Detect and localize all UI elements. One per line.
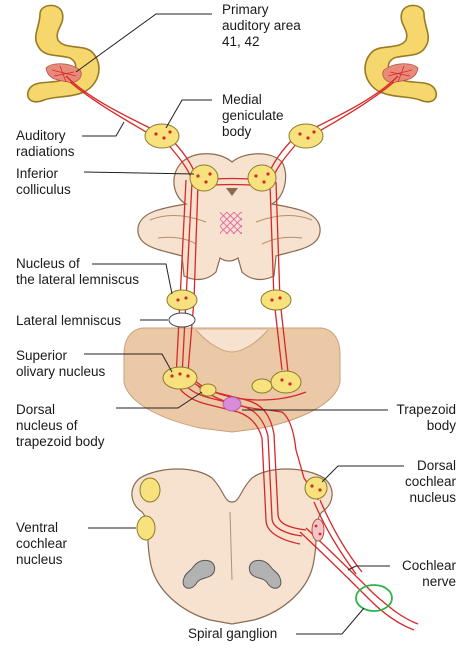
label-dorsal-trapezoid-3: trapezoid body (16, 434, 105, 449)
neuron-dots (154, 130, 322, 536)
right-dorsal-cochlear-nucleus (304, 476, 328, 500)
left-inferior-olive (182, 559, 216, 589)
label-inferior-colliculus-2: colliculus (16, 182, 71, 197)
label-spiral-ganglion: Spiral ganglion (188, 626, 277, 641)
label-dorsal-trapezoid-1: Dorsal (16, 402, 55, 417)
spiral-ganglion-ring (355, 584, 393, 612)
left-superior-olivary-nucleus (162, 366, 198, 390)
trapezoid-body-crossing (222, 396, 242, 412)
label-medial-geniculate-3: body (222, 124, 252, 139)
label-superior-olivary-1: Superior (16, 348, 68, 363)
label-cochlear-nerve-2: nerve (422, 574, 456, 589)
label-ventral-cochlear-1: Ventral (16, 520, 58, 535)
nuclei (136, 123, 393, 612)
label-cochlear-nerve-1: Cochlear (402, 558, 457, 573)
label-primary-auditory-1: Primary (222, 2, 269, 17)
label-trapezoid-body-1: Trapezoid (396, 402, 456, 417)
midbrain-section (137, 153, 321, 281)
label-nucleus-lateral-lemniscus-2: the lateral lemniscus (16, 272, 139, 287)
label-dorsal-cochlear-1: Dorsal (417, 458, 456, 473)
dorsal-nucleus-trapezoid-body-right (251, 378, 273, 394)
right-medial-geniculate-body (288, 123, 324, 149)
label-auditory-radiations-1: Auditory (16, 128, 66, 143)
right-superior-olivary-nucleus (270, 370, 302, 394)
label-medial-geniculate-2: geniculate (222, 108, 284, 123)
label-trapezoid-body-2: body (427, 418, 457, 433)
right-inferior-colliculus-nucleus (247, 164, 277, 192)
dorsal-nucleus-trapezoid-body-left (199, 383, 217, 397)
right-inferior-olive (248, 559, 282, 589)
medulla-section (131, 468, 333, 625)
label-medial-geniculate-1: Medial (222, 92, 262, 107)
label-primary-auditory-3: 41, 42 (222, 34, 260, 49)
label-superior-olivary-2: olivary nucleus (16, 364, 106, 379)
label-lateral-lemniscus: Lateral lemniscus (16, 313, 121, 328)
ventral-cochlear-nucleus (136, 515, 156, 541)
pons-section (123, 327, 341, 433)
label-dorsal-trapezoid-2: nucleus of (16, 418, 78, 433)
labels: Primary auditory area 41, 42 Medial geni… (16, 2, 457, 641)
left-auditory-cortex (26, 4, 100, 103)
right-ventral-cochlear-nucleus (311, 518, 325, 542)
label-dorsal-cochlear-3: nucleus (409, 490, 456, 505)
left-medial-geniculate-body (144, 123, 180, 149)
label-auditory-radiations-2: radiations (16, 144, 75, 159)
left-nucleus-lateral-lemniscus (166, 289, 198, 311)
label-ventral-cochlear-2: cochlear (16, 536, 68, 551)
left-inferior-colliculus-nucleus (189, 164, 219, 192)
leader-lines (75, 13, 404, 635)
label-dorsal-cochlear-2: cochlear (405, 474, 457, 489)
right-auditory-cortex (364, 4, 438, 103)
label-inferior-colliculus-1: Inferior (16, 166, 59, 181)
label-ventral-cochlear-3: nucleus (16, 552, 63, 567)
lateral-lemniscus-ring (168, 312, 196, 328)
label-primary-auditory-2: auditory area (222, 18, 301, 33)
label-nucleus-lateral-lemniscus-1: Nucleus of (16, 256, 80, 271)
right-nucleus-lateral-lemniscus (260, 289, 292, 311)
left-dorsal-cochlear-nucleus (139, 477, 161, 503)
